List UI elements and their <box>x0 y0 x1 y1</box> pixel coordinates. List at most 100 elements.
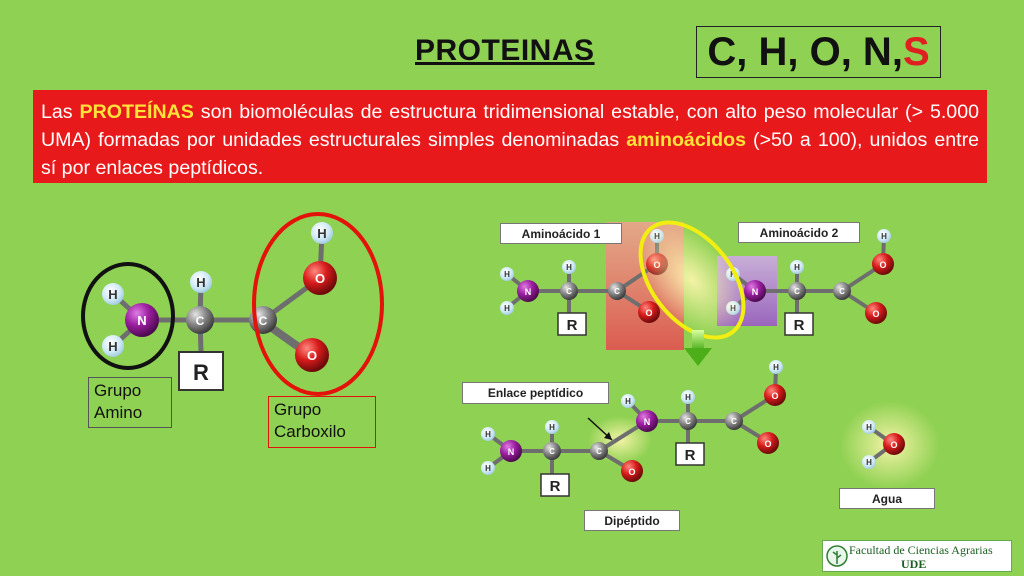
svg-text:C: C <box>685 417 691 426</box>
svg-text:O: O <box>315 271 325 286</box>
water-molecule: H H O <box>840 401 940 489</box>
intro-keyword-proteinas: PROTEÍNAS <box>79 101 194 123</box>
r-group-box <box>675 442 705 466</box>
svg-text:H: H <box>794 263 800 272</box>
nitrogen-atom: N <box>517 280 539 302</box>
svg-text:H: H <box>866 458 872 467</box>
oxygen-atom: O <box>295 338 329 372</box>
svg-text:C: C <box>196 314 205 328</box>
carbon-atom: C <box>560 282 578 300</box>
svg-text:O: O <box>879 260 886 270</box>
hydrogen-atom: H <box>500 267 514 281</box>
dipeptide-label: Dipéptido <box>584 510 680 531</box>
r-group-box <box>784 312 814 336</box>
intro-keyword-aminoacidos: aminoácidos <box>626 129 746 151</box>
hydrogen-atom: H <box>481 427 495 441</box>
hydrogen-atom: H <box>790 260 804 274</box>
oxygen-atom: O <box>872 253 894 275</box>
svg-text:C: C <box>549 447 555 456</box>
amino-group-ring <box>81 262 175 370</box>
elements-main: C, H, O, N, <box>707 29 903 74</box>
svg-text:H: H <box>108 339 117 354</box>
svg-text:N: N <box>525 287 532 297</box>
svg-text:O: O <box>890 440 897 450</box>
svg-text:H: H <box>685 393 691 402</box>
oxygen-atom: O <box>883 433 905 455</box>
r-group-label: R <box>794 317 805 334</box>
hydrogen-atom: H <box>769 360 783 374</box>
water-removal-ellipse <box>638 220 746 340</box>
reaction-arrow <box>684 330 712 366</box>
aa2-label: Aminoácido 2 <box>738 222 860 243</box>
r-group-label: R <box>567 317 578 334</box>
peptide-bond-label: Enlace peptídico <box>462 382 609 404</box>
svg-text:O: O <box>764 439 771 449</box>
svg-text:O: O <box>771 391 778 401</box>
nitrogen-atom: N <box>125 303 159 337</box>
r-group-label: R <box>193 360 209 385</box>
r-group-label: R <box>550 478 561 495</box>
svg-text:H: H <box>504 270 510 279</box>
svg-text:H: H <box>773 363 779 372</box>
oxygen-atom: O <box>303 261 337 295</box>
logo-line2: UDE <box>901 557 927 571</box>
svg-text:N: N <box>137 313 146 328</box>
svg-text:H: H <box>625 397 631 406</box>
nitrogen-atom: N <box>744 280 766 302</box>
hydrogen-atom: H <box>545 420 559 434</box>
amino-group-label: Grupo Amino <box>88 377 172 428</box>
svg-text:C: C <box>794 287 800 296</box>
hydrogen-atom: H <box>102 283 124 305</box>
svg-text:H: H <box>881 232 887 241</box>
svg-text:O: O <box>872 309 879 319</box>
elements-sulfur: S <box>902 29 930 74</box>
hydrogen-atom: H <box>102 335 124 357</box>
svg-text:H: H <box>485 464 491 473</box>
carbon-atom: C <box>679 412 697 430</box>
svg-text:H: H <box>566 263 572 272</box>
hydrogen-atom: H <box>562 260 576 274</box>
faculty-logo: Facultad de Ciencias Agrarias UDE <box>822 540 1012 572</box>
svg-text:O: O <box>645 308 652 318</box>
oxygen-atom: O <box>757 432 779 454</box>
svg-text:H: H <box>866 423 872 432</box>
svg-text:C: C <box>614 287 620 296</box>
oxygen-atom: O <box>865 302 887 324</box>
svg-text:C: C <box>839 287 845 296</box>
hydrogen-atom: H <box>481 461 495 475</box>
elements-box: C, H, O, N, S <box>696 26 941 78</box>
oxygen-atom: O <box>621 460 643 482</box>
dipeptide-molecule: R R H H H H H H N N C C C C O O O <box>481 360 786 497</box>
svg-text:N: N <box>752 287 759 297</box>
carboxyl-group-label: Grupo Carboxilo <box>268 396 376 448</box>
svg-text:H: H <box>196 275 205 290</box>
svg-text:H: H <box>549 423 555 432</box>
r-group-box <box>557 312 587 336</box>
hydrogen-atom: H <box>862 420 876 434</box>
svg-text:N: N <box>644 417 651 427</box>
aa1-label: Aminoácido 1 <box>500 223 622 244</box>
hydrogen-atom: H <box>862 455 876 469</box>
carbon-atom: C <box>725 412 743 430</box>
carbon-atom: C <box>590 442 608 460</box>
svg-text:C: C <box>731 417 737 426</box>
svg-text:C: C <box>596 447 602 456</box>
svg-text:N: N <box>508 447 515 457</box>
nitrogen-atom: N <box>636 410 658 432</box>
hydrogen-atom: H <box>500 301 514 315</box>
left-amino-acid: R H H H H N C C O O <box>81 212 384 396</box>
svg-text:H: H <box>317 226 326 241</box>
r-group-label: R <box>685 447 696 464</box>
logo-line1: Facultad de Ciencias Agrarias <box>849 543 993 557</box>
svg-text:C: C <box>566 287 572 296</box>
carbon-atom: C <box>608 282 626 300</box>
intro-text-1: Las <box>41 101 80 123</box>
hydrogen-atom: H <box>877 229 891 243</box>
carbon-atom: C <box>543 442 561 460</box>
hydrogen-atom: H <box>311 222 333 244</box>
r-group-box <box>178 351 224 391</box>
water-label: Agua <box>839 488 935 509</box>
oxygen-atom: O <box>638 301 660 323</box>
faculty-emblem-icon <box>826 545 848 567</box>
